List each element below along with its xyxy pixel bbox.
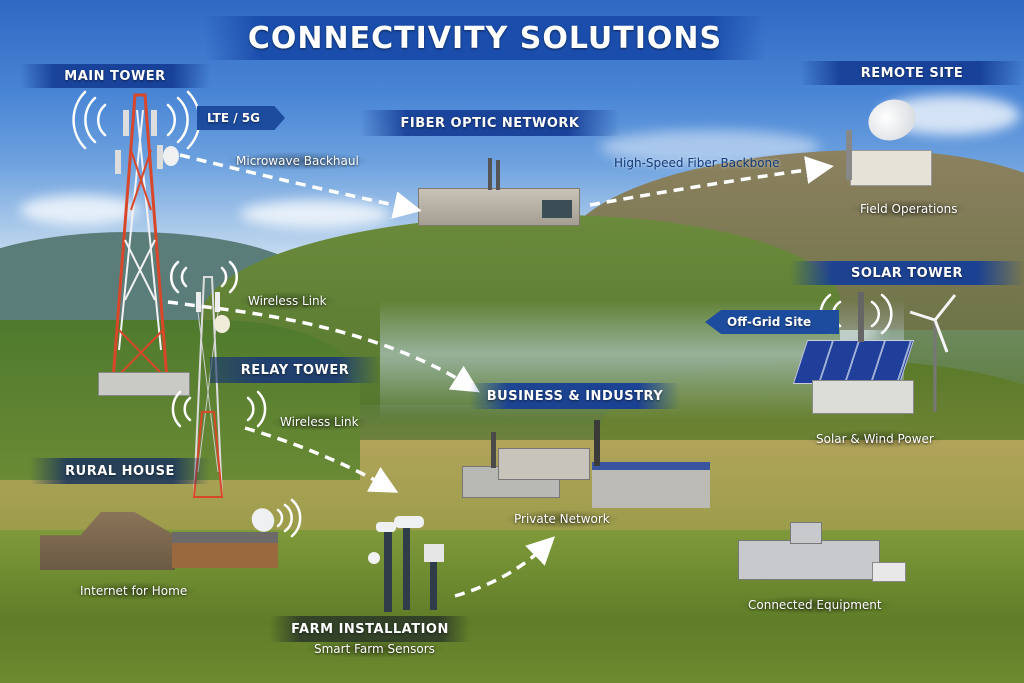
cloud xyxy=(20,195,140,225)
solar-equipment-cabinet xyxy=(812,380,914,414)
smokestack xyxy=(491,432,496,468)
sensor-box xyxy=(424,544,444,562)
main-tower-icon xyxy=(111,93,169,382)
field-operations-label: Field Operations xyxy=(852,200,966,218)
internet-for-home-label: Internet for Home xyxy=(72,582,196,600)
private-network-label: Private Network xyxy=(506,510,618,528)
antenna-mast xyxy=(496,160,500,190)
lte-5g-label: LTE / 5G xyxy=(207,111,260,125)
cloud xyxy=(240,200,390,228)
sensor-pole xyxy=(384,530,392,612)
main-tower-label: MAIN TOWER xyxy=(20,64,210,88)
factory-solar-roof xyxy=(592,462,710,508)
fiber-network-label: FIBER OPTIC NETWORK xyxy=(360,110,620,136)
factory-hall xyxy=(498,448,590,480)
off-grid-site-tag: Off-Grid Site xyxy=(705,310,839,334)
fiber-building-window xyxy=(542,200,572,218)
lte-5g-tag: LTE / 5G xyxy=(197,106,285,130)
tower-shelter xyxy=(98,372,190,396)
remote-site-building xyxy=(850,150,932,186)
relay-dish-icon xyxy=(214,315,230,333)
antenna-mast xyxy=(488,158,492,190)
smart-farm-sensors-label: Smart Farm Sensors xyxy=(306,640,443,658)
remote-mast xyxy=(846,130,852,180)
camera-icon xyxy=(376,522,396,532)
barn-shed xyxy=(172,532,278,568)
microwave-backhaul-label: Microwave Backhaul xyxy=(228,152,367,170)
off-grid-site-label: Off-Grid Site xyxy=(727,315,812,329)
business-industry-label: BUSINESS & INDUSTRY xyxy=(470,383,680,409)
camera-icon xyxy=(394,516,424,528)
microwave-dish-icon xyxy=(163,146,179,166)
solar-wind-power-label: Solar & Wind Power xyxy=(808,430,942,448)
relay-tower-label: RELAY TOWER xyxy=(210,357,380,383)
wireless-link-lower-label: Wireless Link xyxy=(272,413,367,431)
solar-tower-label: SOLAR TOWER xyxy=(790,261,1024,285)
weather-sensor-icon xyxy=(368,552,380,564)
fiber-backbone-label: High-Speed Fiber Backbone xyxy=(614,156,780,170)
equipment-container xyxy=(872,562,906,582)
equipment-container xyxy=(790,522,822,544)
wind-turbine-icon xyxy=(909,294,957,412)
solar-mast xyxy=(858,292,864,342)
wireless-link-upper-label: Wireless Link xyxy=(240,292,335,310)
sensor-pole xyxy=(430,548,437,610)
rural-house-label: RURAL HOUSE xyxy=(30,458,210,484)
farm-installation-label: FARM INSTALLATION xyxy=(270,616,470,642)
equipment-containers-icon xyxy=(738,540,880,580)
sensor-pole xyxy=(403,528,410,610)
solar-panel-icon xyxy=(792,340,915,384)
page-title: CONNECTIVITY SOLUTIONS xyxy=(205,16,765,60)
remote-site-label: REMOTE SITE xyxy=(800,61,1024,85)
connected-equipment-label: Connected Equipment xyxy=(740,596,890,614)
smokestack xyxy=(594,420,600,466)
